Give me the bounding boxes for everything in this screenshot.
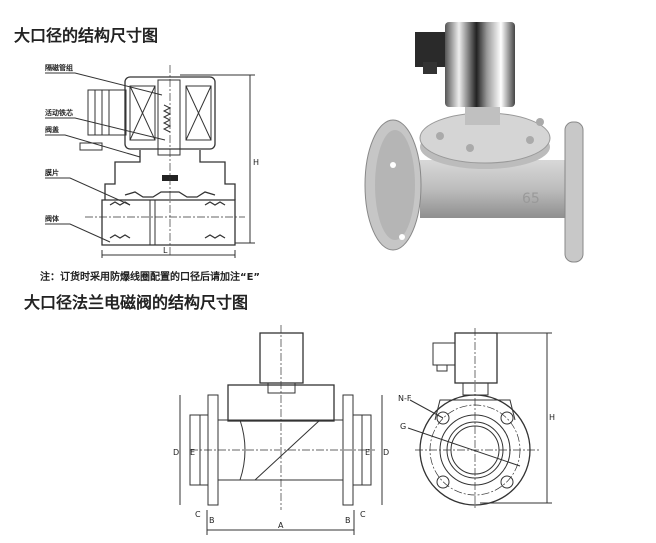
sectional-drawing: H L 隔磁管组 活动铁芯 阀盖 膜片 阀体	[44, 63, 259, 258]
label-valve-body: 阀体	[45, 214, 60, 223]
dim-d-left: D	[173, 448, 179, 457]
dim-e-right: E	[365, 448, 370, 457]
dim-l-label: L	[163, 246, 168, 255]
label-diaphragm: 膜片	[44, 168, 59, 177]
order-note: 注：订货时采用防爆线圈配置的口径后请加注“E”	[40, 272, 260, 283]
title-large-bore-structure: 大口径的结构尺寸图	[14, 26, 159, 45]
dim-b-left: B	[209, 516, 215, 525]
dim-d-right: D	[383, 448, 389, 457]
dim-nf: N-F	[398, 394, 412, 403]
title-flange-valve-structure: 大口径法兰电磁阀的结构尺寸图	[24, 293, 249, 312]
dim-c-left: C	[195, 510, 201, 519]
dim-a: A	[278, 521, 284, 530]
label-isolation-tube: 隔磁管组	[45, 63, 73, 72]
dim-h: H	[549, 413, 555, 422]
valve-photo: 65	[364, 22, 584, 263]
flange-side-view: N-F G H	[398, 328, 555, 510]
body-marking: 65	[522, 191, 540, 207]
label-bonnet: 阀盖	[45, 125, 59, 134]
label-moving-core: 活动铁芯	[45, 108, 73, 117]
dim-e-left: E	[190, 448, 195, 457]
dim-c-right: C	[360, 510, 366, 519]
dim-h-label: H	[253, 158, 259, 167]
dim-g: G	[400, 422, 406, 431]
flange-front-view: D E E D C B B C A	[173, 325, 389, 535]
dim-b-right: B	[345, 516, 351, 525]
